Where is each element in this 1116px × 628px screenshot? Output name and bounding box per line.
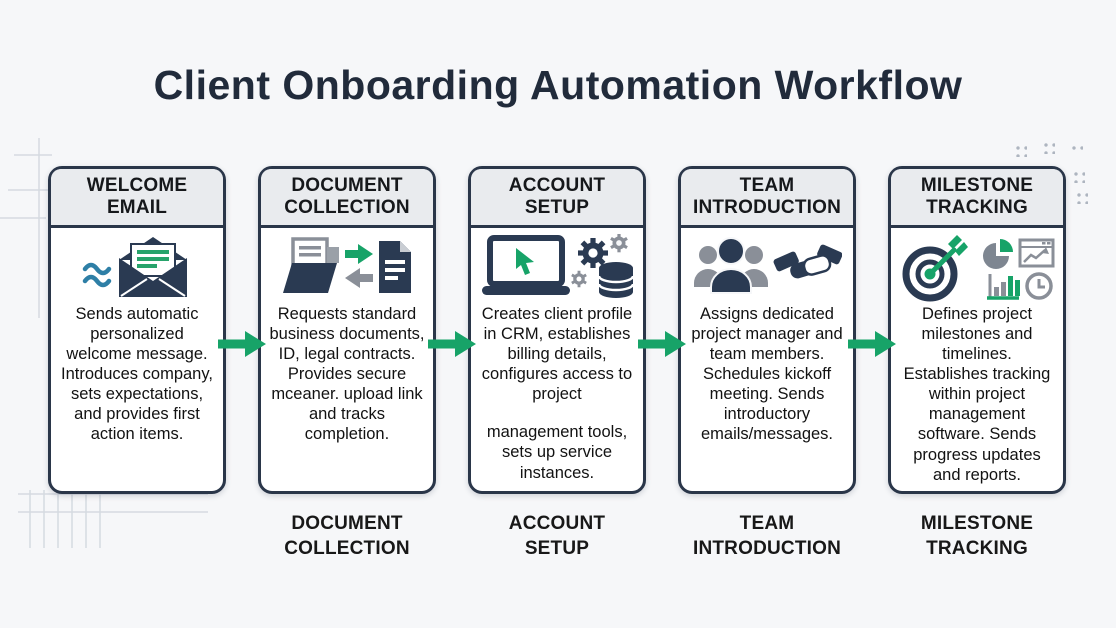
footer-label-team-introduction: TEAM INTRODUCTION <box>678 512 856 561</box>
step-header-label: ACCOUNT SETUP <box>508 175 606 218</box>
flow-arrow-right-icon <box>638 331 686 357</box>
step-header-label: WELCOME EMAIL <box>86 175 188 218</box>
step-paragraph: Defines project milestones and timelines… <box>903 304 1051 484</box>
step-header-label: TEAM INTRODUCTION <box>692 175 842 218</box>
welcome-email-icon <box>51 232 223 302</box>
step-description: Requests standard business documents, ID… <box>261 302 433 453</box>
page-title: Client Onboarding Automation Workflow <box>153 62 963 108</box>
step-header: WELCOME EMAIL <box>51 169 223 228</box>
footer-label-text: MILESTONE TRACKING <box>920 513 1034 559</box>
step-paragraph: management tools, sets up service instan… <box>486 423 628 482</box>
document-collection-icon <box>261 232 433 302</box>
step-header: DOCUMENT COLLECTION <box>261 169 433 228</box>
step-header-label: MILESTONE TRACKING <box>920 175 1034 218</box>
footer-label-text: TEAM INTRODUCTION <box>692 513 842 559</box>
step-card-team-introduction: TEAM INTRODUCTION <box>678 166 856 494</box>
footer-label-text: ACCOUNT SETUP <box>508 513 606 559</box>
account-setup-icon <box>471 232 643 302</box>
footer-label-text: DOCUMENT COLLECTION <box>284 513 410 559</box>
dot-grid-decoration <box>1040 139 1055 154</box>
dot-grid-decoration <box>1070 168 1085 183</box>
footer-label-milestone-tracking: MILESTONE TRACKING <box>888 512 1066 561</box>
footer-label-document-collection: DOCUMENT COLLECTION <box>258 512 436 561</box>
step-paragraph: Sends automatic personalized welcome mes… <box>61 304 213 444</box>
team-introduction-icon <box>681 232 853 302</box>
dot-grid-decoration <box>1012 142 1027 157</box>
footer-label-account-setup: ACCOUNT SETUP <box>468 512 646 561</box>
step-paragraph: Assigns dedicated project manager and te… <box>691 304 843 444</box>
step-description: Sends automatic personalized welcome mes… <box>51 302 223 453</box>
dot-grid-decoration <box>1073 189 1088 204</box>
step-card-milestone-tracking: MILESTONE TRACKING <box>888 166 1066 494</box>
step-card-account-setup: ACCOUNT SETUP <box>468 166 646 494</box>
grid-lines-decoration-top-left <box>0 138 52 318</box>
milestone-tracking-icon <box>891 232 1063 302</box>
grid-lines-decoration-bottom-left <box>18 490 208 548</box>
step-card-document-collection: DOCUMENT COLLECTION <box>258 166 436 494</box>
step-header: ACCOUNT SETUP <box>471 169 643 228</box>
step-header: TEAM INTRODUCTION <box>681 169 853 228</box>
step-paragraph: Creates client profile in CRM, establish… <box>481 304 633 404</box>
step-header: MILESTONE TRACKING <box>891 169 1063 228</box>
step-description: Assigns dedicated project manager and te… <box>681 302 853 453</box>
step-paragraph: Requests standard business documents, ID… <box>269 304 425 444</box>
dot-grid-decoration <box>1068 142 1083 150</box>
flow-arrow-right-icon <box>848 331 896 357</box>
step-header-label: DOCUMENT COLLECTION <box>284 175 410 218</box>
step-description: Creates client profile in CRM, establish… <box>471 302 643 491</box>
flow-arrow-right-icon <box>428 331 476 357</box>
step-card-welcome-email: WELCOME EMAIL Sends automatic personaliz… <box>48 166 226 494</box>
flow-arrow-right-icon <box>218 331 266 357</box>
step-description: Defines project milestones and timelines… <box>891 302 1063 493</box>
